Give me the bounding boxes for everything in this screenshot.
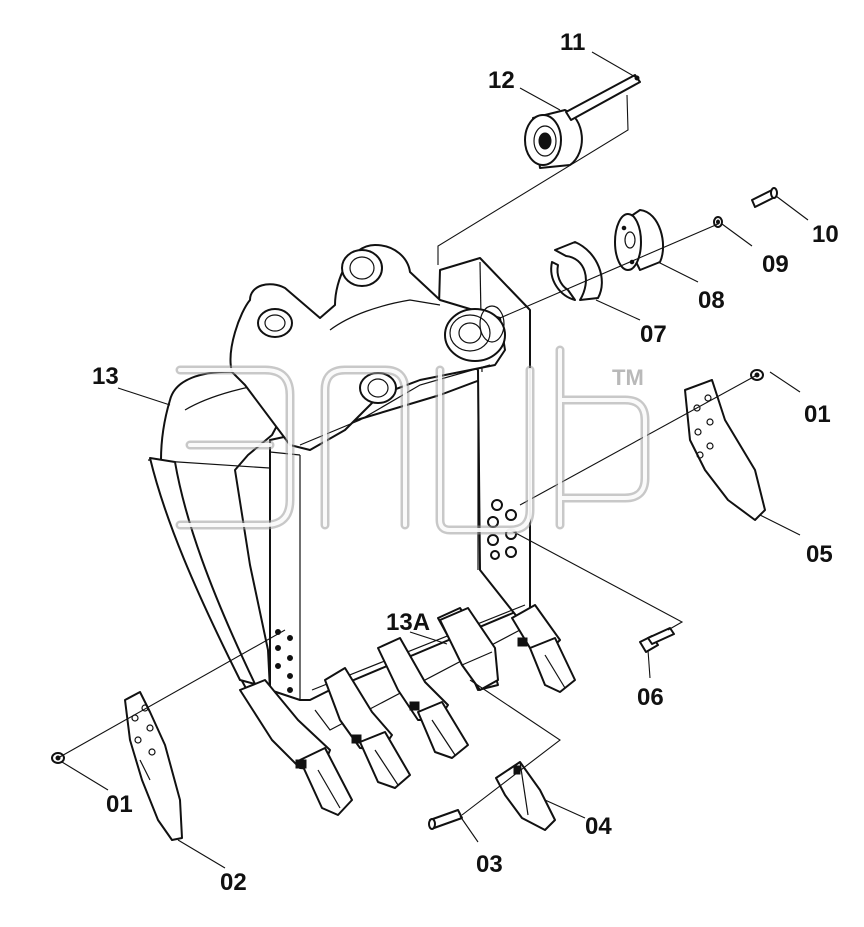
callout-01-right: 01 [804,401,831,428]
callout-08: 08 [698,287,725,314]
callout-03: 03 [476,851,503,878]
callout-02: 02 [220,869,247,896]
part-09-washer [713,216,723,228]
watermark-trademark: TM [612,365,644,390]
callout-06: 06 [637,684,664,711]
callout-09: 09 [762,251,789,278]
part-08-collar [614,209,665,271]
tooth-adapter-1 [239,679,353,816]
callout-05: 05 [806,541,833,568]
callout-11: 11 [560,29,585,56]
tooth-adapter-2 [324,667,411,789]
pin-boss-upper-left [257,308,293,338]
part-13a-tooth [439,607,499,691]
part-02-side-cutter-left [124,691,183,841]
part-06-bolt [639,627,675,653]
part-11-pin [565,74,641,121]
callout-01-left: 01 [106,791,133,818]
callout-10: 10 [812,221,839,248]
tooth-adapter-3 [377,637,469,759]
callout-04: 04 [585,813,612,840]
part-05-side-cutter-right [684,379,766,521]
tooth-adapter-5 [511,604,576,693]
watermark-logo: TM [175,345,650,535]
part-12-bushing [524,109,583,169]
callout-12: 12 [488,67,515,94]
leader-lines [57,51,809,869]
pin-boss-main [444,305,506,362]
part-03-retainer-pin [428,809,463,830]
pin-boss-lower [359,372,397,404]
part-10-bolt [751,187,778,208]
callout-13a: 13A [386,609,430,636]
callout-13: 13 [92,363,119,390]
part-04-tooth [495,761,556,831]
callout-07: 07 [640,321,667,348]
side-plate-bolt-holes-left [275,629,293,693]
bucket-assembly [147,244,531,731]
pin-boss-top [341,249,383,287]
callout-labels: 11 12 10 09 08 07 13 01 05 13A 06 01 04 … [92,29,839,896]
part-07-split-ring [550,241,603,301]
